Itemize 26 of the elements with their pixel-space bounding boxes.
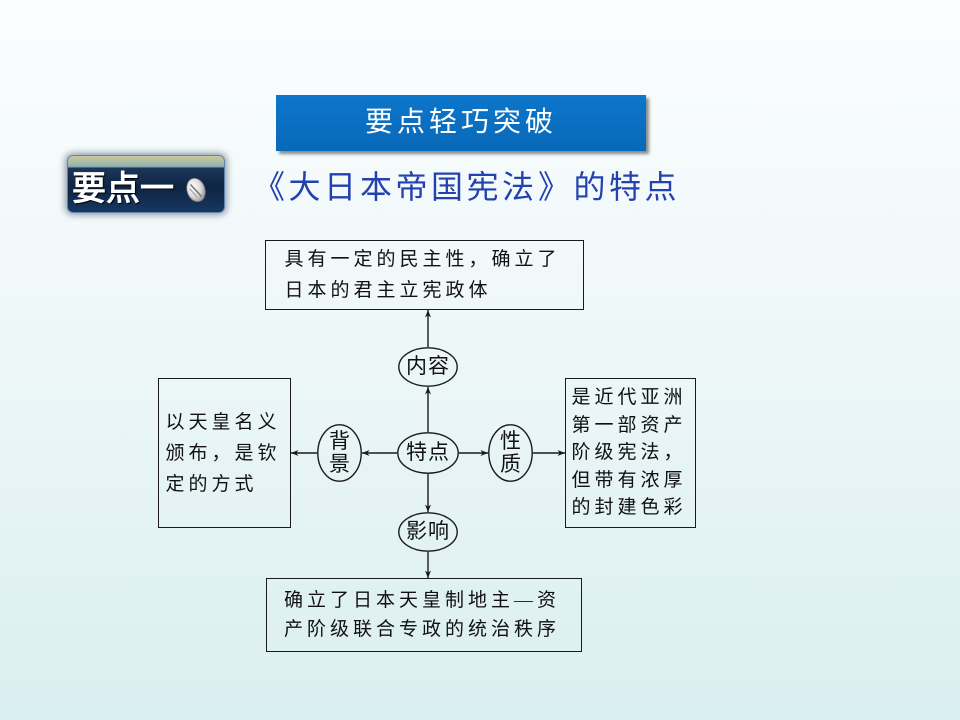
- section-badge: [67, 155, 225, 213]
- banner-title: 要点轻巧突破: [365, 108, 557, 138]
- arrow: [425, 310, 431, 347]
- box-text: 具有一定的民主性，确立了日本的君主立宪政体: [284, 248, 562, 303]
- topic-label: 背景: [329, 430, 350, 476]
- arrow: [425, 387, 431, 432]
- arrow: [425, 474, 431, 512]
- arrow: [459, 450, 488, 456]
- arrow: [362, 450, 397, 456]
- section-banner: [276, 95, 646, 151]
- arrow: [533, 450, 565, 456]
- topic-label: 影响: [406, 520, 450, 544]
- topic-label: 内容: [406, 355, 450, 379]
- topic-label: 特点: [406, 441, 450, 465]
- heading: 《大日本帝国宪法》的特点: [253, 168, 680, 207]
- box-text: 确立了日本天皇制地主—资产阶级联合专政的统治秩序: [284, 589, 561, 642]
- box-text: 以天皇名义颁布，是钦定的方式: [166, 410, 282, 496]
- content-box: [266, 578, 582, 652]
- content-box: [158, 378, 291, 528]
- arrow: [291, 450, 317, 456]
- box-text: 是近代亚洲第一部资产阶级宪法，但带有浓厚的封建色彩: [572, 386, 688, 520]
- arrow: [425, 552, 431, 578]
- content-box: [265, 240, 584, 310]
- badge-label: 要点一: [72, 172, 174, 208]
- content-box: [565, 378, 696, 528]
- topic-label: 性质: [500, 430, 521, 476]
